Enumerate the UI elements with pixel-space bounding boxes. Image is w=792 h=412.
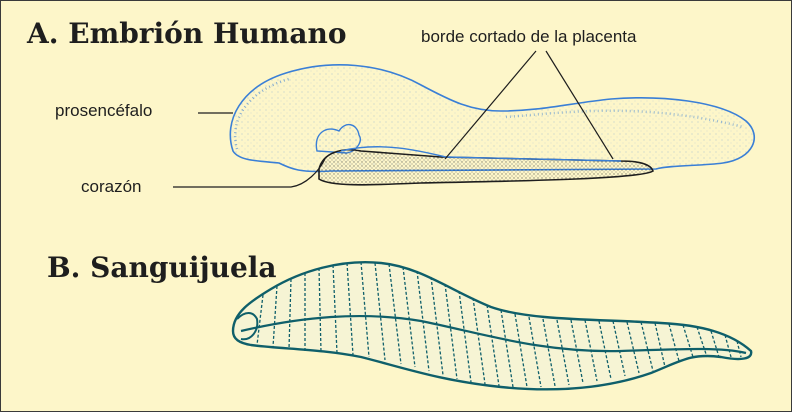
leech-body-outline bbox=[233, 262, 751, 389]
embryo-body-outline bbox=[230, 65, 754, 172]
embryo-drawing bbox=[230, 65, 754, 185]
leech-drawing bbox=[233, 262, 751, 389]
